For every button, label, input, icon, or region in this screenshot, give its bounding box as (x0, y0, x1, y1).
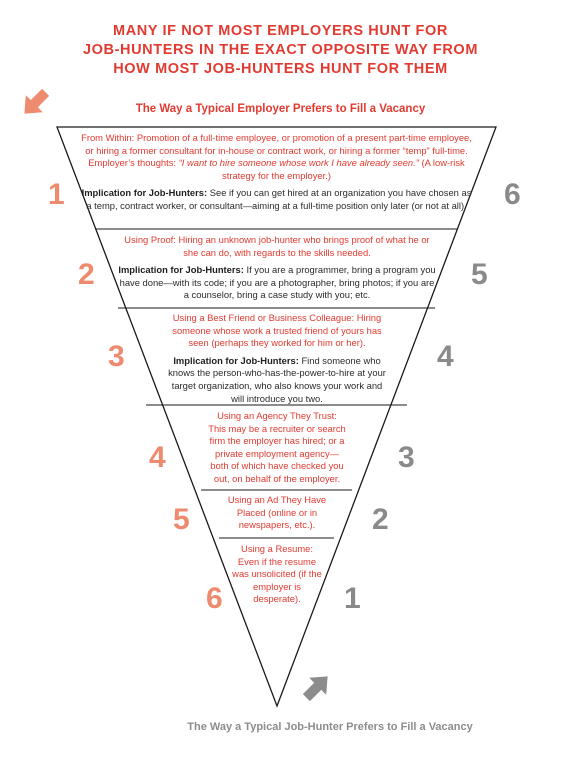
employer-rank-5: 5 (173, 503, 190, 536)
jobhunter-rank-4: 4 (437, 340, 454, 373)
jobhunter-rank-1: 1 (344, 582, 361, 615)
jobhunter-heading: The Way a Typical Job-Hunter Prefers to … (187, 721, 473, 733)
employer-heading: The Way a Typical Employer Prefers to Fi… (135, 103, 426, 115)
employer-rank-6: 6 (206, 582, 223, 615)
employer-rank-4: 4 (149, 441, 166, 474)
tier-2-text: Using Proof: Hiring an unknown job-hunte… (118, 234, 436, 302)
tier-2-method: Using Proof: Hiring an unknown job-hunte… (124, 234, 430, 258)
tier-1-quote: “I want to hire someone whose work I hav… (178, 157, 419, 169)
arrow-up-right-icon (302, 676, 328, 702)
tier-3-text: Using a Best Friend or Business Colleagu… (164, 312, 390, 405)
employer-rank-1: 1 (48, 178, 65, 211)
tier-3-method: Using a Best Friend or Business Colleagu… (172, 312, 382, 349)
main-title-line: MANY IF NOT MOST EMPLOYERS HUNT FOR (113, 23, 448, 39)
pyramid-outline (56, 126, 497, 708)
tier-6-method: Using a Resume: Even if the resume was u… (232, 543, 322, 605)
tier-1-method: From Within: Promotion of a full-time em… (81, 132, 472, 181)
main-title-line: JOB-HUNTERS IN THE EXACT OPPOSITE WAY FR… (83, 42, 478, 58)
tier-5-method: Using an Ad They Have Placed (online or … (227, 494, 327, 531)
main-title-line: HOW MOST JOB-HUNTERS HUNT FOR THEM (113, 61, 448, 77)
tier-4-text: Using an Agency They Trust: This may be … (208, 410, 346, 486)
tier-6-text: Using a Resume: Even if the resume was u… (231, 543, 323, 606)
tier-4-method: Using an Agency They Trust: This may be … (208, 410, 346, 484)
tier-1-implication: Implication for Job-Hunters: See if you … (81, 187, 472, 211)
employer-rank-3: 3 (108, 340, 125, 373)
tier-3-implication: Implication for Job-Hunters: Find someon… (168, 354, 386, 404)
tier-1-text: From Within: Promotion of a full-time em… (80, 132, 473, 213)
jobhunter-rank-3: 3 (398, 441, 415, 474)
main-title: MANY IF NOT MOST EMPLOYERS HUNT FOR JOB-… (0, 22, 561, 79)
arrow-down-right-icon (24, 88, 50, 114)
jobhunter-rank-5: 5 (471, 258, 488, 291)
jobhunter-rank-2: 2 (372, 503, 389, 536)
tier-2-implication: Implication for Job-Hunters: If you are … (118, 264, 436, 301)
tier-5-text: Using an Ad They Have Placed (online or … (226, 494, 328, 532)
jobhunter-rank-6: 6 (504, 178, 521, 211)
employer-rank-2: 2 (78, 258, 95, 291)
